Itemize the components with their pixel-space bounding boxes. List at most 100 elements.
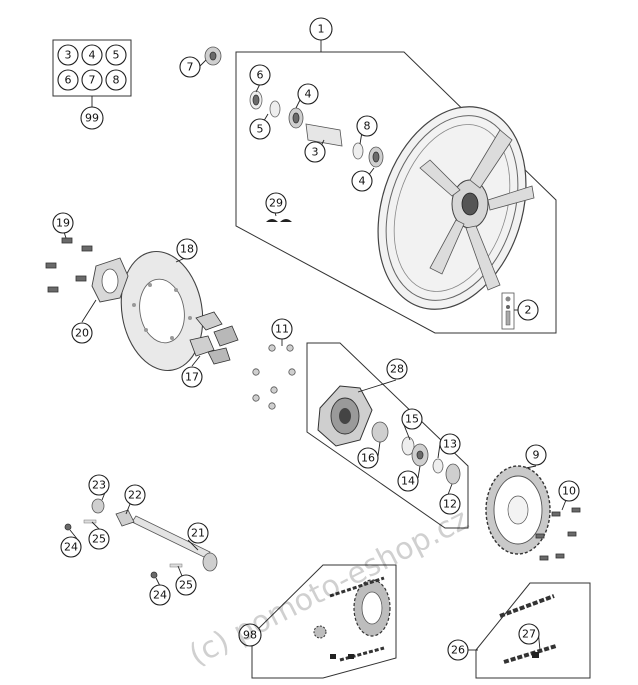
callout-28[interactable]: 28 — [386, 358, 408, 380]
watermark-text: (c) pomoto-eshop.cz — [184, 502, 475, 673]
callout-5[interactable]: 5 — [249, 118, 271, 140]
callout-11[interactable]: 11 — [271, 318, 293, 340]
sprocket-carrier-28 — [317, 385, 461, 485]
svg-text:7: 7 — [187, 61, 194, 74]
svg-text:7: 7 — [89, 74, 96, 87]
chain-27 — [499, 594, 557, 664]
svg-text:13: 13 — [443, 438, 457, 451]
svg-text:6: 6 — [257, 69, 264, 82]
chain-frame — [475, 582, 591, 679]
svg-text:27: 27 — [522, 628, 536, 641]
kit-grid-item: 4 — [81, 44, 103, 66]
svg-text:15: 15 — [405, 413, 419, 426]
svg-text:12: 12 — [443, 498, 457, 511]
kit-grid-item: 8 — [105, 69, 127, 91]
svg-text:6: 6 — [65, 74, 72, 87]
svg-text:20: 20 — [75, 327, 89, 340]
callout-29[interactable]: 29 — [265, 192, 287, 214]
chain-kit-frame — [251, 564, 397, 679]
svg-text:19: 19 — [56, 217, 70, 230]
callout-13[interactable]: 13 — [439, 433, 461, 455]
wheel-assembly-frame — [235, 51, 557, 334]
svg-text:5: 5 — [257, 123, 264, 136]
callout-7[interactable]: 7 — [179, 56, 201, 78]
svg-text:21: 21 — [191, 527, 205, 540]
nuts-11 — [252, 344, 296, 410]
callout-9[interactable]: 9 — [525, 444, 547, 466]
callout-1[interactable]: 1 — [309, 17, 333, 41]
brake-disc-18 — [120, 250, 204, 372]
callout-98[interactable]: 98 — [238, 623, 262, 647]
svg-text:17: 17 — [185, 371, 199, 384]
callout-25b[interactable]: 25 — [175, 574, 197, 596]
svg-text:14: 14 — [401, 475, 415, 488]
svg-text:26: 26 — [451, 644, 465, 657]
svg-text:1: 1 — [318, 23, 325, 36]
callout-14[interactable]: 14 — [397, 470, 419, 492]
svg-text:24: 24 — [64, 541, 78, 554]
svg-text:5: 5 — [113, 49, 120, 62]
svg-text:3: 3 — [65, 49, 72, 62]
callout-8[interactable]: 8 — [356, 115, 378, 137]
callout-16[interactable]: 16 — [357, 447, 379, 469]
callout-4b[interactable]: 4 — [351, 170, 373, 192]
svg-text:4: 4 — [359, 175, 366, 188]
callout-27[interactable]: 27 — [518, 623, 540, 645]
callout-2[interactable]: 2 — [517, 299, 539, 321]
rear-wheel-rim — [377, 106, 535, 310]
svg-text:4: 4 — [305, 88, 312, 101]
wheel-bearing-parts — [249, 90, 384, 168]
svg-text:2: 2 — [525, 304, 532, 317]
svg-text:22: 22 — [128, 489, 142, 502]
callout-20[interactable]: 20 — [71, 322, 93, 344]
bushing-part-7 — [204, 46, 222, 66]
callout-21[interactable]: 21 — [187, 522, 209, 544]
kit-grid-99: 3 4 5 6 7 8 — [57, 44, 127, 91]
callout-19[interactable]: 19 — [52, 212, 74, 234]
callouts: 1 99 7 6 4 5 8 3 4 29 2 19 18 20 17 11 2… — [52, 17, 580, 661]
chain-kit-sprockets — [313, 576, 391, 662]
callout-23[interactable]: 23 — [88, 474, 110, 496]
svg-text:99: 99 — [85, 112, 99, 125]
svg-text:24: 24 — [153, 589, 167, 602]
callout-26[interactable]: 26 — [447, 639, 469, 661]
callout-3[interactable]: 3 — [304, 141, 326, 163]
kit-grid-item: 3 — [57, 44, 79, 66]
valve-part-2 — [501, 292, 515, 330]
callout-4a[interactable]: 4 — [297, 83, 319, 105]
bolts-10 — [535, 507, 581, 561]
disc-adapter-20 — [91, 257, 129, 303]
kit-grid-item: 6 — [57, 69, 79, 91]
svg-text:23: 23 — [92, 479, 106, 492]
callout-18[interactable]: 18 — [176, 238, 198, 260]
svg-text:29: 29 — [269, 197, 283, 210]
callout-10[interactable]: 10 — [558, 480, 580, 502]
svg-text:8: 8 — [113, 74, 120, 87]
svg-text:11: 11 — [275, 323, 289, 336]
callout-15[interactable]: 15 — [401, 408, 423, 430]
svg-text:25: 25 — [179, 579, 193, 592]
svg-text:98: 98 — [243, 629, 257, 642]
axle-21 — [64, 498, 218, 579]
hub-assembly-frame — [306, 342, 469, 529]
svg-text:28: 28 — [390, 363, 404, 376]
callout-17[interactable]: 17 — [181, 366, 203, 388]
svg-text:9: 9 — [533, 449, 540, 462]
svg-text:8: 8 — [364, 120, 371, 133]
callout-6[interactable]: 6 — [249, 64, 271, 86]
callout-24a[interactable]: 24 — [60, 536, 82, 558]
cush-drive-dampers-17 — [189, 311, 239, 365]
svg-text:10: 10 — [562, 485, 576, 498]
kit-grid-item: 5 — [105, 44, 127, 66]
callout-99[interactable]: 99 — [80, 106, 104, 130]
callout-24b[interactable]: 24 — [149, 584, 171, 606]
callout-25a[interactable]: 25 — [88, 528, 110, 550]
callout-12[interactable]: 12 — [439, 493, 461, 515]
svg-text:16: 16 — [361, 452, 375, 465]
callout-22[interactable]: 22 — [124, 484, 146, 506]
balance-weights-29 — [266, 219, 292, 222]
svg-text:25: 25 — [92, 533, 106, 546]
kit-grid-item: 7 — [81, 69, 103, 91]
